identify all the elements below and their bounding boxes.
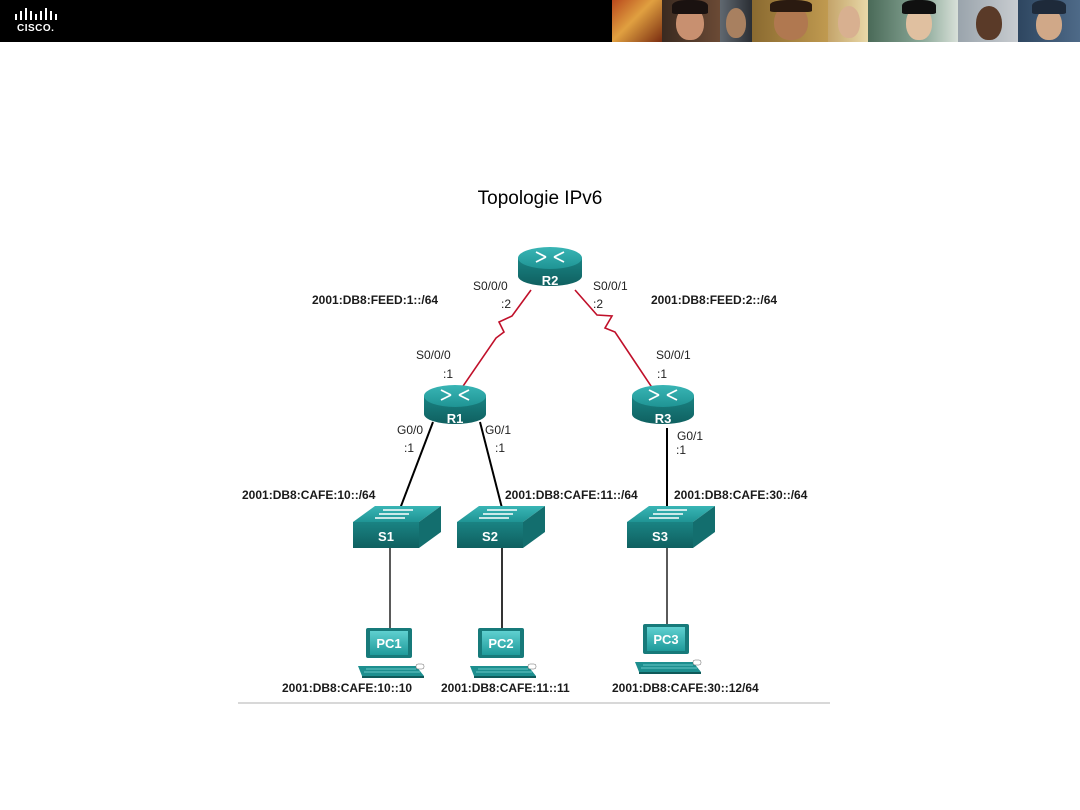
switch-s2-label: S2 [482,529,498,544]
keyboard-icon [476,668,532,673]
pc-pc2: PC2 [470,628,537,678]
cisco-logo: CISCO. [14,6,64,36]
serial-link-r2-r1 [458,289,532,393]
router-arrows-icon [535,251,565,263]
router-arrows-icon [648,389,678,401]
link-r1-s1 [397,421,434,515]
r1-g01-host: :1 [495,441,505,455]
r3-g01-port: G0/1 [677,429,703,443]
switch-arrows-icon [649,509,687,519]
network-cafe-11: 2001:DB8:CAFE:11::/64 [505,488,638,502]
switch-s1: S1 [353,506,441,548]
r1-g00-host: :1 [404,441,414,455]
r1-g01-port: G0/1 [485,423,511,437]
pc2-address: 2001:DB8:CAFE:11::11 [441,681,570,695]
r3-serial-port: S0/0/1 [656,348,691,362]
header-bar: CISCO. [0,0,1080,42]
router-r2: R2 [518,247,582,288]
router-r3: R3 [632,385,694,426]
r3-serial-host: :1 [657,367,667,381]
pc2-label: PC2 [488,636,513,651]
network-cafe-10: 2001:DB8:CAFE:10::/64 [242,488,376,502]
pc3-address: 2001:DB8:CAFE:30::12/64 [612,681,759,695]
serial-link-r2-r3 [574,289,656,393]
switch-arrows-icon [479,509,517,519]
pc-pc1: PC1 [358,628,425,678]
router-r1-label: R1 [447,411,464,426]
switch-s3: S3 [627,506,715,548]
link-r1-s2 [479,421,504,513]
pc3-label: PC3 [653,632,678,647]
header-photo [662,0,720,42]
pc1-label: PC1 [376,636,401,651]
header-photo [612,0,662,42]
header-photo [958,0,1018,42]
r1-serial-port: S0/0/0 [416,348,451,362]
keyboard-icon [641,664,697,669]
cisco-logo-text: CISCO. [17,23,55,34]
header-photo [1018,0,1080,42]
header-photo [868,0,958,42]
header-photo-strip [612,0,1080,42]
network-feed-1: 2001:DB8:FEED:1::/64 [312,293,438,307]
r1-g00-port: G0/0 [397,423,423,437]
router-r2-label: R2 [542,273,559,288]
r2-host-left: :2 [501,297,511,311]
cisco-bars-icon [15,8,57,20]
ethernet-links [389,421,668,630]
network-cafe-30: 2001:DB8:CAFE:30::/64 [674,488,808,502]
pc1-address: 2001:DB8:CAFE:10::10 [282,681,412,695]
pc-pc3: PC3 [635,624,702,674]
header-photo [720,0,752,42]
header-photo [828,0,868,42]
r1-serial-host: :1 [443,367,453,381]
r2-serial-port-left: S0/0/0 [473,279,508,293]
router-r1: R1 [424,385,486,426]
header-photo [752,0,828,42]
router-arrows-icon [440,389,470,401]
r2-host-right: :2 [593,297,603,311]
keyboard-icon [364,668,420,673]
switch-s1-label: S1 [378,529,394,544]
r2-serial-port-right: S0/0/1 [593,279,628,293]
switch-s3-label: S3 [652,529,668,544]
network-feed-2: 2001:DB8:FEED:2::/64 [651,293,777,307]
switch-arrows-icon [375,509,413,519]
router-r3-label: R3 [655,411,672,426]
r3-g01-host: :1 [676,443,686,457]
diagram-title: Topologie IPv6 [477,188,603,209]
switch-s2: S2 [457,506,545,548]
